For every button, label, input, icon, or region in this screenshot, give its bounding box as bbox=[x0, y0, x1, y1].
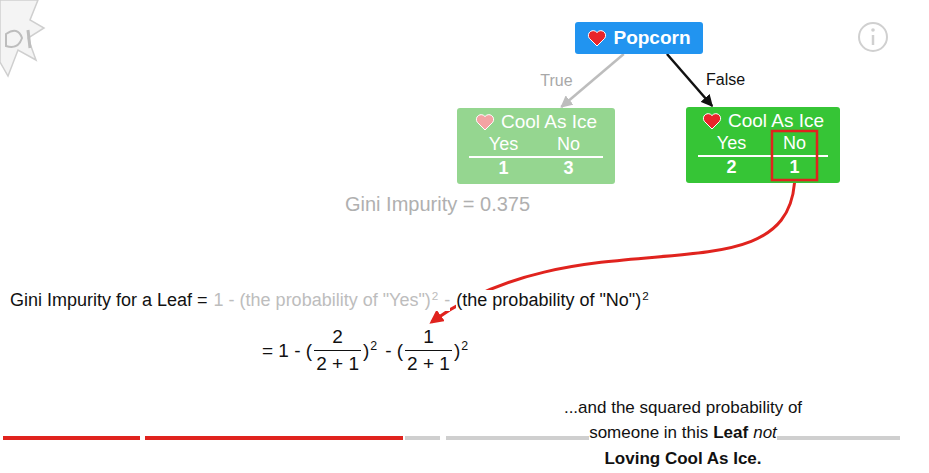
info-circle bbox=[859, 23, 887, 51]
text-slot: (the probability of "No") bbox=[456, 290, 641, 311]
subtitle-text: not bbox=[753, 423, 777, 442]
count-table: Yes No 1 3 bbox=[471, 134, 601, 179]
heart-icon bbox=[702, 112, 722, 130]
leaf-node: Cool As IceYes No 2 1 bbox=[686, 107, 840, 183]
formula-text: Gini Impurity for a Leaf = bbox=[10, 290, 208, 310]
leaf-node: Cool As IceYes No 1 3 bbox=[457, 108, 615, 184]
equation-text: ) bbox=[363, 340, 369, 361]
logo-letter bbox=[6, 31, 22, 47]
denominator: 2 + 1 bbox=[407, 353, 450, 374]
logo bbox=[0, 0, 44, 76]
heart-shape bbox=[476, 115, 493, 130]
text-slot: Gini Impurity for a Leaf = bbox=[10, 290, 208, 311]
equation-text: - ( bbox=[385, 340, 403, 361]
text-slot: - ( bbox=[385, 340, 403, 362]
text-slot: Gini Impurity = 0.375 bbox=[345, 193, 530, 216]
node-title: Popcorn bbox=[613, 27, 690, 49]
equation-text: = 1 - ( bbox=[262, 340, 312, 361]
text-slot: 2 bbox=[370, 340, 377, 362]
subtitle-text: Leaf bbox=[713, 423, 748, 442]
text-slot: someone in this bbox=[589, 423, 713, 443]
formula-text: - bbox=[444, 290, 450, 310]
formula-text: 1 - (the probability of "Yes") bbox=[214, 290, 431, 310]
progress-played bbox=[145, 436, 403, 440]
heart-shape bbox=[589, 31, 606, 46]
text-slot: ...and the squared probability of bbox=[564, 398, 802, 418]
text-row: Gini Impurity for a Leaf = 1 - (the proba… bbox=[10, 290, 649, 311]
header-rule bbox=[469, 156, 603, 158]
heart-icon bbox=[475, 113, 495, 131]
branch-label: False bbox=[704, 71, 747, 89]
fraction: 2 2 + 1 bbox=[314, 326, 361, 375]
column-header: Yes bbox=[487, 134, 520, 155]
text-slot: not bbox=[753, 423, 777, 443]
formula-text: (the probability of "No") bbox=[456, 290, 641, 310]
text-slot: ) bbox=[363, 340, 369, 362]
info-stem bbox=[872, 35, 875, 45]
text-row: Loving Cool As Ice. bbox=[604, 449, 761, 469]
exponent: 2 bbox=[461, 339, 468, 353]
branch-label: True bbox=[538, 72, 574, 90]
exponent: 2 bbox=[642, 289, 649, 302]
fraction-numerator: 2 bbox=[314, 326, 361, 351]
fraction-denominator: 2 + 1 bbox=[314, 351, 361, 375]
count-value: 2 bbox=[724, 157, 738, 178]
count-value: 1 bbox=[496, 158, 510, 179]
progress-buffered bbox=[405, 436, 440, 440]
text-slot: 2 bbox=[432, 290, 439, 311]
heart-icon bbox=[587, 29, 607, 47]
text-row: ...and the squared probability of bbox=[564, 398, 802, 418]
text-slot: Leaf bbox=[713, 423, 753, 443]
text-slot: - bbox=[444, 290, 450, 311]
text-slot: 2 bbox=[461, 340, 468, 362]
progress-played bbox=[3, 436, 140, 440]
subtitle-text: Loving Cool As Ice. bbox=[604, 449, 761, 468]
node-title-row: Popcorn bbox=[587, 27, 690, 49]
numerator: 1 bbox=[423, 326, 434, 347]
exponent: 2 bbox=[432, 289, 439, 302]
header-rule bbox=[698, 155, 828, 157]
node-title-row: Cool As Ice bbox=[700, 110, 826, 132]
decision-node: Popcorn bbox=[575, 22, 702, 54]
count-table: Yes No 2 1 bbox=[700, 133, 826, 178]
text-row: Gini Impurity = 0.375 bbox=[345, 193, 530, 216]
logo-letter bbox=[28, 30, 30, 48]
text-slot: = 1 - ( bbox=[262, 340, 312, 362]
column-header: No bbox=[781, 133, 808, 154]
info-icon bbox=[859, 23, 887, 51]
fraction-denominator: 2 + 1 bbox=[405, 351, 452, 375]
subtitle-text: ...and the squared probability of bbox=[564, 398, 802, 417]
info-dot bbox=[871, 28, 875, 32]
text-slot: 2 bbox=[642, 290, 649, 311]
logo-burst bbox=[0, 0, 44, 76]
count-value: 3 bbox=[561, 158, 575, 179]
denominator: 2 + 1 bbox=[316, 353, 359, 374]
subtitle-text: someone in this bbox=[589, 423, 708, 442]
text-slot: 1 - (the probability of "Yes") bbox=[214, 290, 431, 311]
equation-text: ) bbox=[454, 340, 460, 361]
text-slot: Loving Cool As Ice. bbox=[604, 449, 761, 469]
node-title: Cool As Ice bbox=[728, 110, 824, 132]
fraction-numerator: 1 bbox=[405, 326, 452, 351]
text-row: someone in this Leafnot bbox=[589, 423, 777, 443]
node-title: Cool As Ice bbox=[501, 111, 597, 133]
gini-result: Gini Impurity = 0.375 bbox=[345, 193, 530, 215]
text-slot: ) bbox=[454, 340, 460, 362]
numerator: 2 bbox=[332, 326, 343, 347]
count-value: 1 bbox=[787, 157, 801, 178]
exponent: 2 bbox=[370, 339, 377, 353]
text-row: = 1 - (22 + 1)2- (12 + 1)2 bbox=[262, 326, 468, 375]
column-header: No bbox=[555, 134, 582, 155]
node-title-row: Cool As Ice bbox=[471, 111, 601, 133]
column-header: Yes bbox=[715, 133, 748, 154]
fraction: 1 2 + 1 bbox=[405, 326, 452, 375]
heart-shape bbox=[703, 114, 720, 129]
